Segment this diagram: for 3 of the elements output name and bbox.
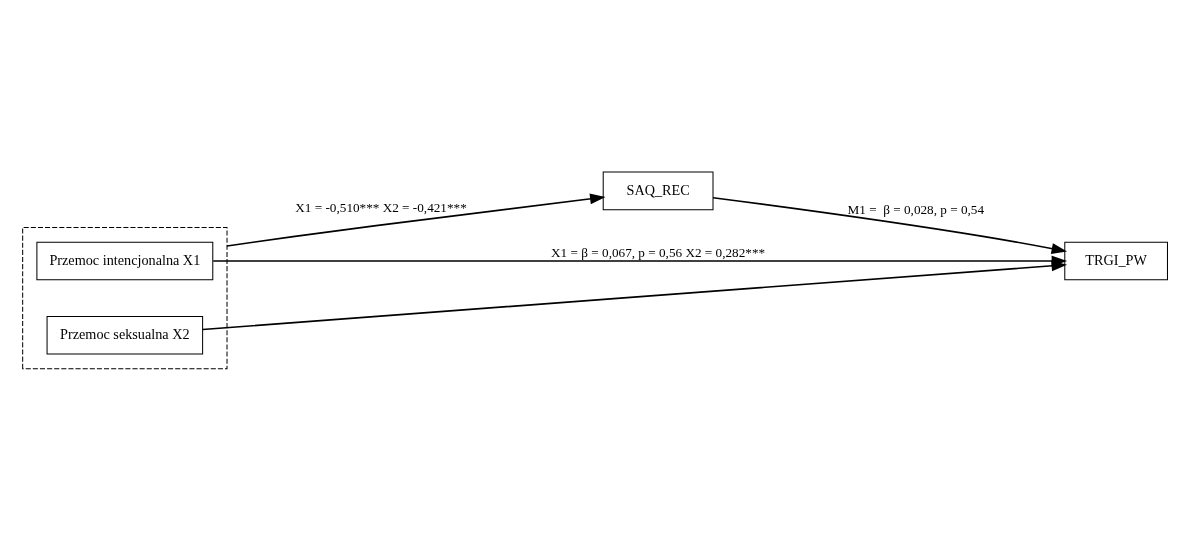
edge-label: X1 = β = 0,067, p = 0,56 X2 = 0,282*** (551, 244, 766, 260)
edge-label: M1 = β = 0,028, p = 0,54 (847, 201, 985, 217)
edge-label: X1 = -0,510*** X2 = -0,421*** (295, 199, 467, 215)
